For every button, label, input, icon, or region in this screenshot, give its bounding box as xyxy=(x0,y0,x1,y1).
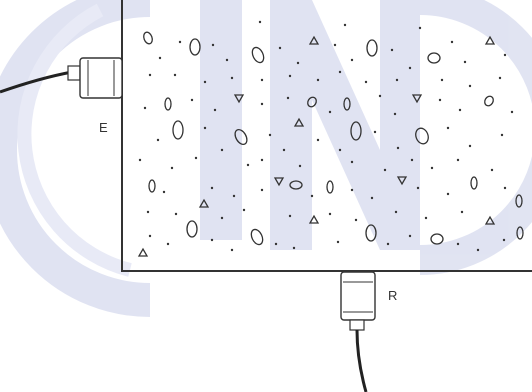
particle-oval xyxy=(427,52,441,64)
particle-oval xyxy=(251,46,265,64)
particle-oval xyxy=(148,179,156,193)
particle-dots xyxy=(138,20,514,252)
particle-triangle xyxy=(137,247,149,257)
particle-oval xyxy=(366,39,378,57)
emitter-sensor: E xyxy=(0,57,123,135)
particle-triangle xyxy=(484,35,496,45)
particle-triangle xyxy=(484,215,496,225)
particle-triangle xyxy=(273,177,285,187)
particle-triangle xyxy=(198,198,210,208)
particle-oval xyxy=(234,128,248,146)
particle-oval xyxy=(289,180,303,190)
particle-oval xyxy=(143,31,153,45)
particle-triangle xyxy=(396,176,408,186)
particle-oval xyxy=(365,224,377,242)
particle-oval xyxy=(326,180,334,194)
particle-oval xyxy=(250,228,264,246)
particle-oval xyxy=(164,97,172,111)
particle-oval xyxy=(189,38,201,56)
particle-triangle xyxy=(293,117,305,127)
particle-triangle xyxy=(411,94,423,104)
particle-triangle xyxy=(308,35,320,45)
particle-oval xyxy=(172,120,184,140)
emitter-label: E xyxy=(99,120,108,135)
particle-oval xyxy=(415,127,429,145)
watermark-logo xyxy=(0,0,532,317)
particle-oval xyxy=(484,95,494,107)
particle-oval xyxy=(470,176,478,190)
particle-oval xyxy=(515,194,523,208)
particle-triangle xyxy=(233,94,245,104)
particle-oval xyxy=(430,233,444,245)
particle-oval xyxy=(307,96,317,108)
particle-oval xyxy=(343,97,351,111)
particle-oval xyxy=(350,121,362,141)
receiver-cable xyxy=(355,329,368,392)
receiver-label: R xyxy=(388,288,397,303)
particle-oval xyxy=(516,226,524,240)
particle-triangle xyxy=(308,214,320,224)
emitter-cable xyxy=(0,70,73,94)
particle-field xyxy=(137,31,524,257)
particle-oval xyxy=(186,220,198,238)
receiver-sensor: R xyxy=(340,271,397,392)
